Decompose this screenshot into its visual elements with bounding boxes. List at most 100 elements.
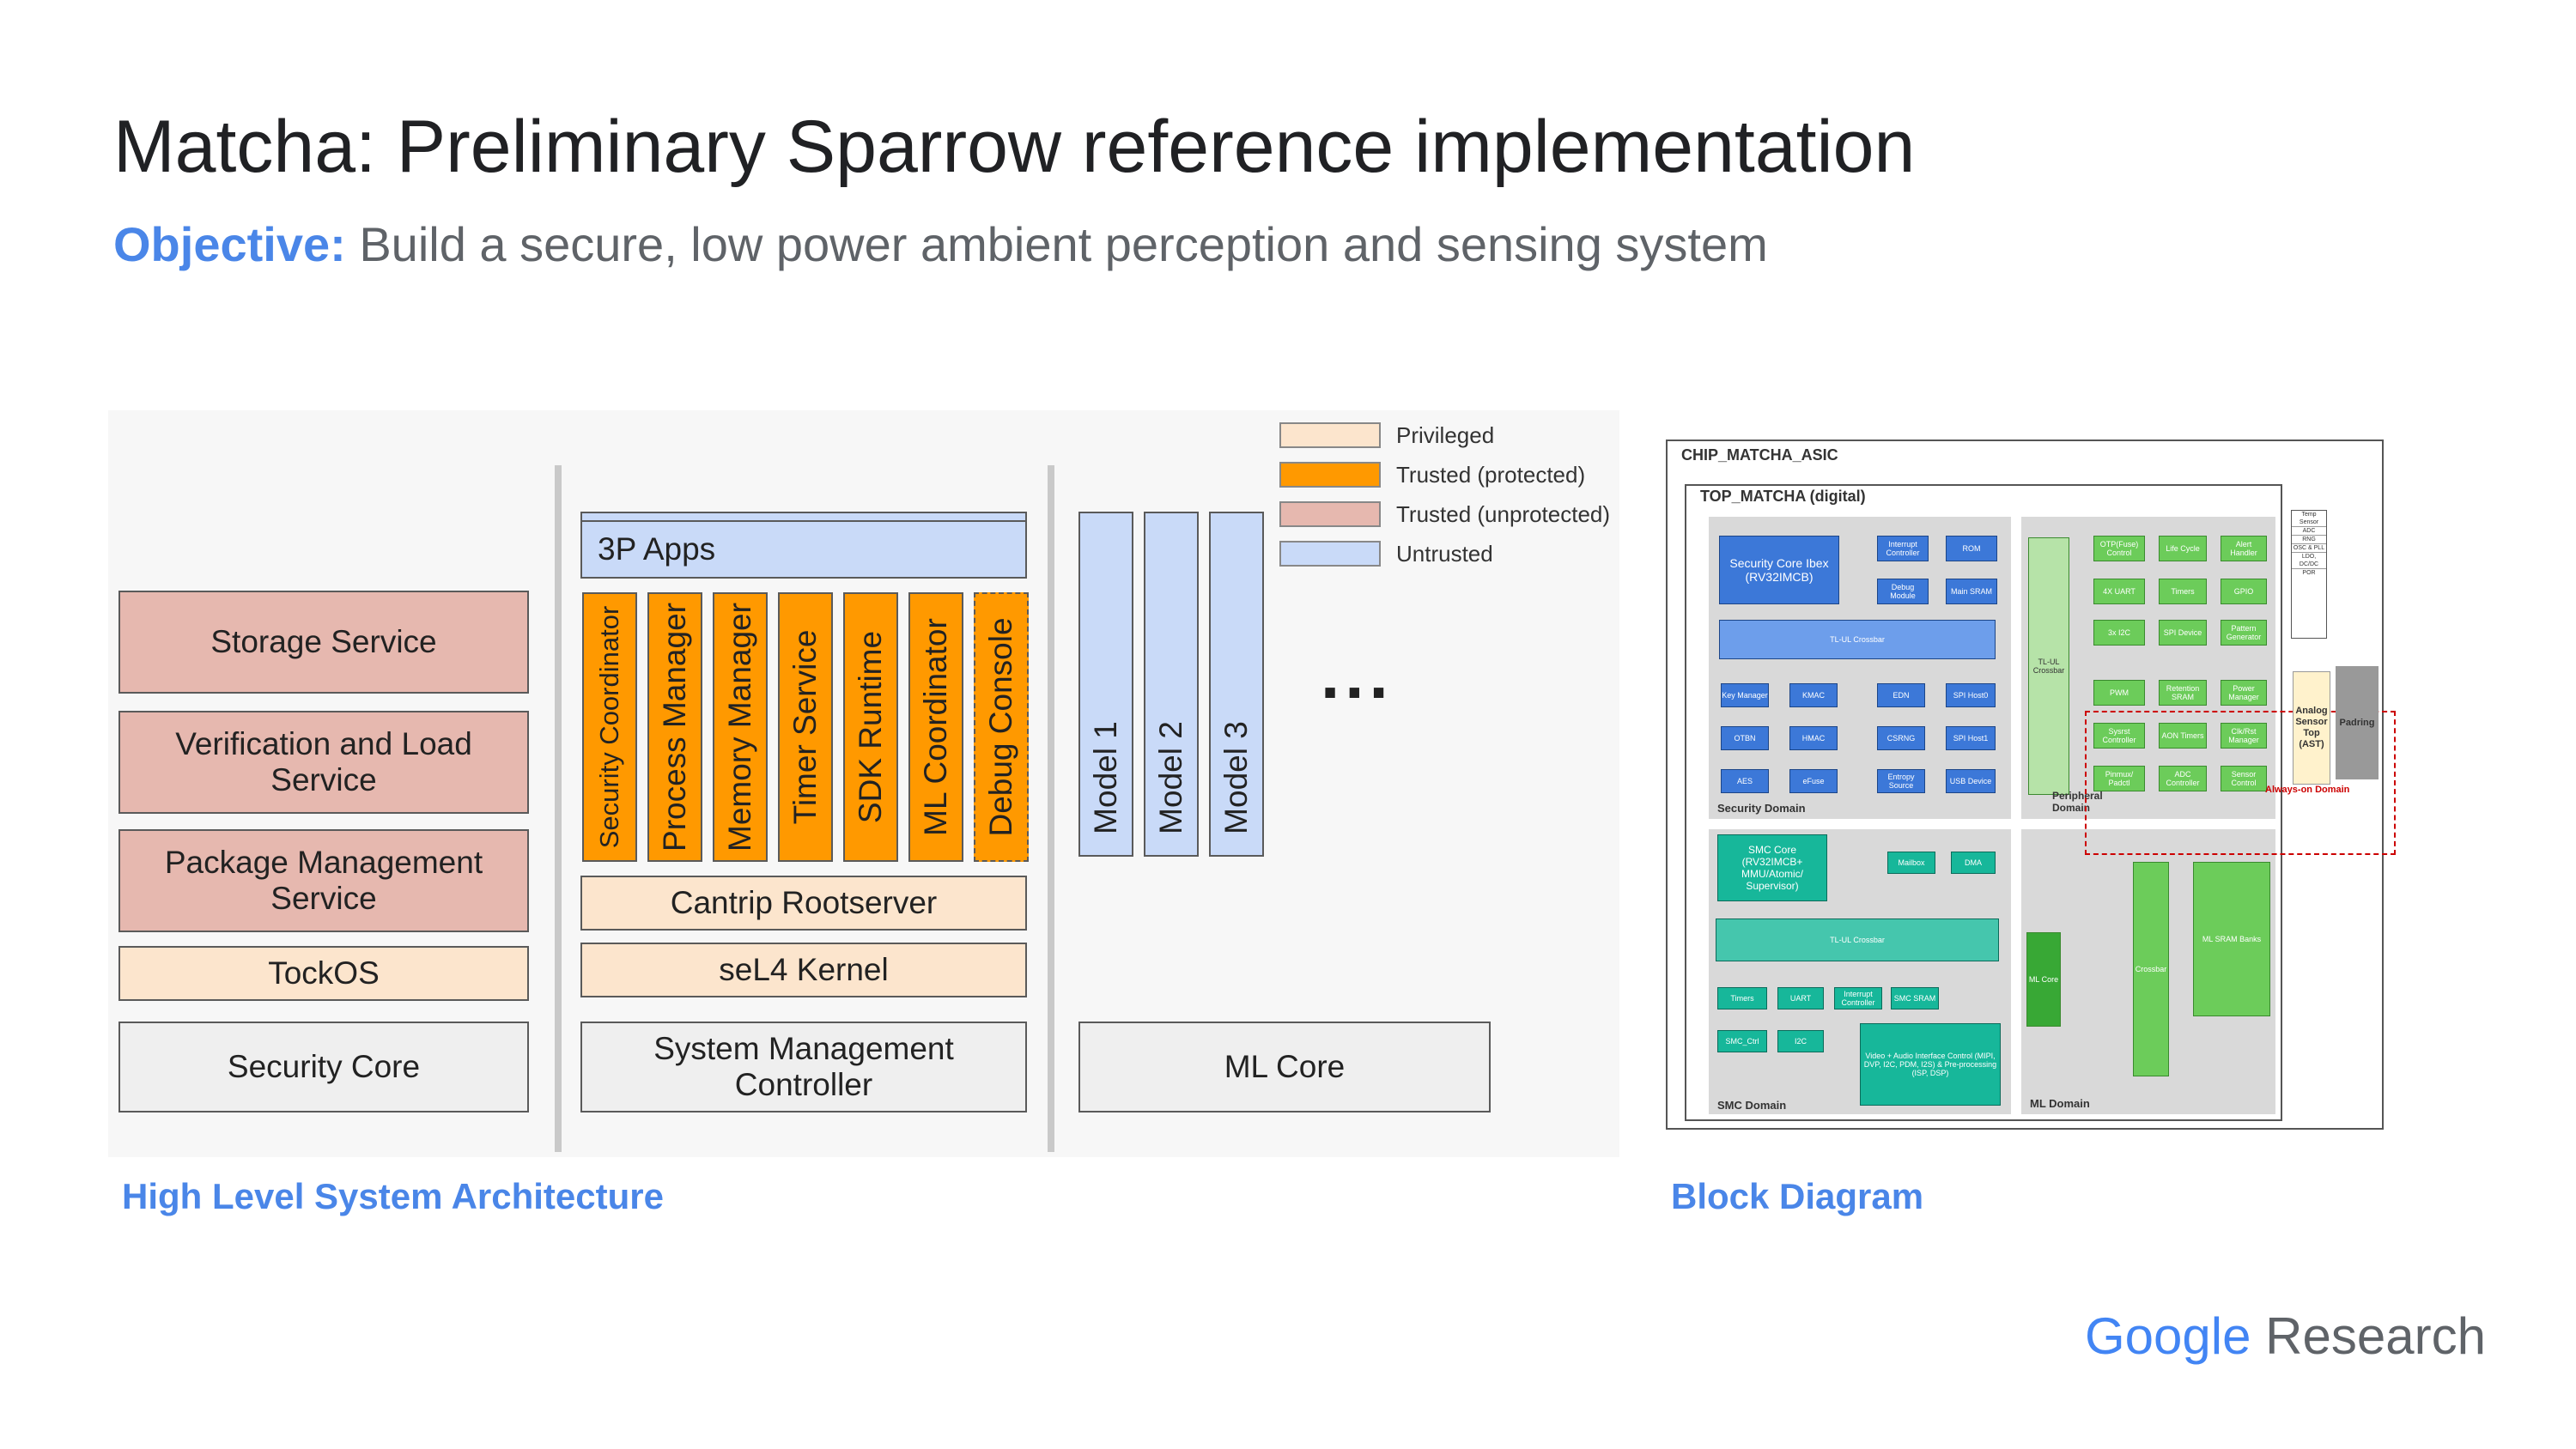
objective-text: Build a secure, low power ambient percep… bbox=[345, 217, 1768, 271]
smc-i2c-block: I2C bbox=[1777, 1030, 1824, 1052]
timers-block: Timers bbox=[2159, 579, 2207, 604]
adc-controller-block: ADC Controller bbox=[2159, 766, 2207, 791]
timer-service-box: Timer Service bbox=[778, 592, 833, 862]
objective-label: Objective: bbox=[113, 217, 346, 271]
smc-ctrl-block: SMC_Ctrl bbox=[1717, 1030, 1767, 1052]
legend-label-untrusted: Untrusted bbox=[1396, 541, 1493, 567]
model-2-box: Model 2 bbox=[1144, 512, 1199, 857]
model-1-label: Model 1 bbox=[1088, 721, 1123, 834]
peripheral-crossbar-block: TL-UL Crossbar bbox=[2028, 537, 2069, 795]
ml-sram-block: ML SRAM Banks bbox=[2193, 862, 2270, 1016]
memory-manager-label: Memory Manager bbox=[722, 603, 757, 852]
always-on-domain bbox=[2085, 711, 2396, 855]
smc-timers-block: Timers bbox=[1717, 987, 1767, 1009]
peripheral-domain: TL-UL Crossbar OTP(Fuse) Control Life Cy… bbox=[2021, 517, 2275, 819]
ast-block: Analog Sensor Top (AST) bbox=[2293, 671, 2330, 785]
ast-item-rng: RNG bbox=[2292, 536, 2326, 544]
debug-console-box: Debug Console bbox=[974, 592, 1029, 862]
pattern-generator-block: Pattern Generator bbox=[2221, 620, 2267, 646]
3p-apps-label: 3P Apps bbox=[598, 531, 716, 567]
model-1-box: Model 1 bbox=[1078, 512, 1133, 857]
architecture-caption: High Level System Architecture bbox=[122, 1176, 664, 1216]
security-domain: Security Core Ibex (RV32IMCB) Interrupt … bbox=[1709, 517, 2011, 819]
google-research-logo: Google Research bbox=[2085, 1307, 2486, 1366]
legend-swatch-privileged bbox=[1279, 422, 1381, 448]
sysrst-block: Sysrst Controller bbox=[2093, 723, 2145, 749]
power-manager-block: Power Manager bbox=[2221, 680, 2267, 706]
ast-items-column: Temp Sensor ADC RNG OSC & PLL LDO, DC/DC… bbox=[2291, 510, 2327, 639]
storage-service-box: Storage Service bbox=[118, 591, 529, 694]
tockos-label: TockOS bbox=[268, 955, 380, 991]
hmac-block: HMAC bbox=[1789, 726, 1838, 750]
smc-box: System Management Controller bbox=[580, 1022, 1027, 1113]
clk-rst-block: Clk/Rst Manager bbox=[2221, 723, 2267, 749]
legend-label-privileged: Privileged bbox=[1396, 422, 1495, 448]
efuse-block: eFuse bbox=[1789, 769, 1838, 793]
legend-swatch-trusted-unprotected bbox=[1279, 501, 1381, 527]
smc-intc-block: Interrupt Controller bbox=[1834, 987, 1882, 1009]
rom-block: ROM bbox=[1946, 536, 1997, 561]
main-sram-block: Main SRAM bbox=[1946, 579, 1997, 604]
timer-service-label: Timer Service bbox=[787, 629, 823, 825]
package-service-box: Package Management Service bbox=[118, 829, 529, 932]
legend-label-trusted-protected: Trusted (protected) bbox=[1396, 462, 1586, 488]
legend-label-trusted-unprotected: Trusted (unprotected) bbox=[1396, 501, 1611, 527]
pwm-block: PWM bbox=[2093, 680, 2145, 706]
spi-host0-block: SPI Host0 bbox=[1946, 683, 1996, 707]
otbn-block: OTBN bbox=[1721, 726, 1769, 750]
ml-coordinator-box: ML Coordinator bbox=[908, 592, 963, 862]
ml-core-box: ML Core bbox=[1078, 1022, 1491, 1113]
cantrip-rootserver-label: Cantrip Rootserver bbox=[670, 885, 938, 920]
memory-manager-box: Memory Manager bbox=[713, 592, 768, 862]
model-2-label: Model 2 bbox=[1153, 721, 1188, 834]
ml-coordinator-label: ML Coordinator bbox=[918, 618, 953, 836]
sdk-runtime-label: SDK Runtime bbox=[853, 630, 888, 824]
ml-crossbar-block: Crossbar bbox=[2133, 862, 2169, 1076]
key-manager-block: Key Manager bbox=[1721, 683, 1769, 707]
verification-service-label: Verification and Load Service bbox=[175, 726, 472, 797]
ast-item-temp: Temp Sensor bbox=[2292, 511, 2326, 527]
process-manager-box: Process Manager bbox=[647, 592, 702, 862]
interrupt-controller-block: Interrupt Controller bbox=[1877, 536, 1929, 561]
smc-sram-block: SMC SRAM bbox=[1891, 987, 1939, 1009]
top-matcha-frame: TOP_MATCHA (digital) Security Core Ibex … bbox=[1685, 484, 2396, 1121]
padring-block: Padring bbox=[2336, 666, 2379, 779]
model-3-label: Model 3 bbox=[1218, 721, 1254, 834]
google-wordmark: Google bbox=[2085, 1307, 2251, 1365]
column-separator-2 bbox=[1048, 465, 1054, 1152]
sdk-runtime-box: SDK Runtime bbox=[843, 592, 898, 862]
security-core-box: Security Core bbox=[118, 1022, 529, 1113]
sel4-kernel-box: seL4 Kernel bbox=[580, 943, 1027, 997]
chip-label: CHIP_MATCHA_ASIC bbox=[1681, 446, 1838, 464]
security-crossbar-block: TL-UL Crossbar bbox=[1719, 620, 1996, 659]
security-core-block: Security Core Ibex (RV32IMCB) bbox=[1719, 536, 1839, 604]
smc-crossbar-block: TL-UL Crossbar bbox=[1716, 919, 1999, 961]
debug-module-block: Debug Module bbox=[1877, 579, 1929, 604]
usb-device-block: USB Device bbox=[1946, 769, 1996, 793]
ml-domain-label: ML Domain bbox=[2030, 1097, 2090, 1110]
entropy-source-block: Entropy Source bbox=[1877, 769, 1925, 793]
process-manager-label: Process Manager bbox=[657, 603, 692, 852]
smc-label: System Management Controller bbox=[653, 1031, 954, 1102]
security-core-label: Security Core bbox=[227, 1049, 421, 1084]
smc-core-block: SMC Core (RV32IMCB+ MMU/Atomic/ Supervis… bbox=[1717, 834, 1827, 901]
security-coordinator-box: Security Coordinator bbox=[582, 592, 637, 862]
ml-core-label: ML Core bbox=[1224, 1049, 1346, 1084]
i2c-block: 3x I2C bbox=[2093, 620, 2145, 646]
spi-device-block: SPI Device bbox=[2159, 620, 2207, 646]
always-on-domain-label: Always-on Domain bbox=[2265, 785, 2350, 795]
model-3-box: Model 3 bbox=[1209, 512, 1264, 857]
top-matcha-label: TOP_MATCHA (digital) bbox=[1700, 488, 1866, 505]
package-service-label: Package Management Service bbox=[164, 845, 483, 916]
sel4-kernel-label: seL4 Kernel bbox=[719, 952, 889, 987]
ast-item-adc: ADC bbox=[2292, 527, 2326, 536]
tockos-box: TockOS bbox=[118, 946, 529, 1001]
alert-handler-block: Alert Handler bbox=[2221, 536, 2267, 561]
spi-host1-block: SPI Host1 bbox=[1946, 726, 1996, 750]
retention-sram-block: Retention SRAM bbox=[2159, 680, 2207, 706]
smc-uart-block: UART bbox=[1777, 987, 1824, 1009]
dma-block: DMA bbox=[1951, 852, 1996, 874]
ast-item-ldo: LDO, DC/DC bbox=[2292, 553, 2326, 569]
security-domain-label: Security Domain bbox=[1717, 802, 1806, 815]
legend-swatch-untrusted bbox=[1279, 541, 1381, 567]
